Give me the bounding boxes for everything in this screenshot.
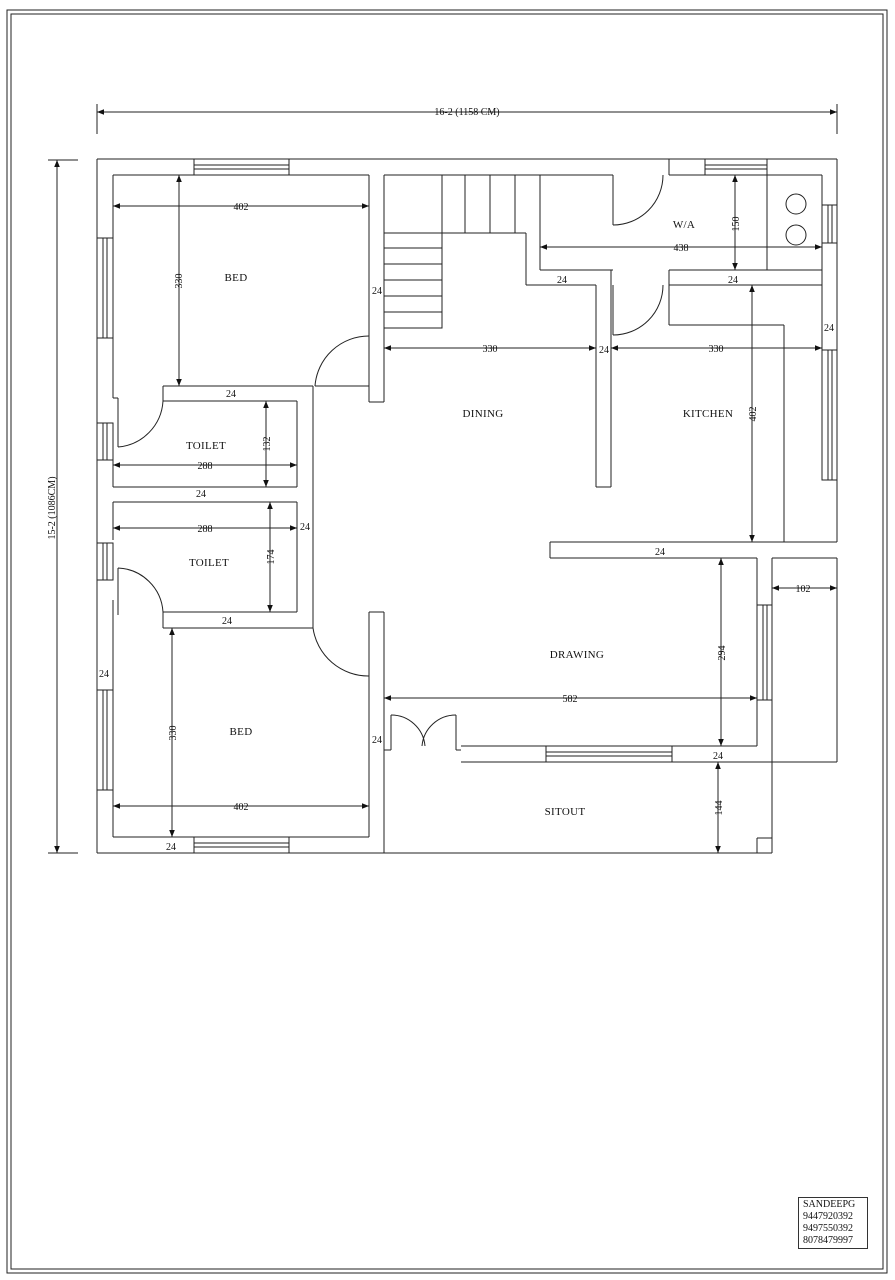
dim-toilet-side-wall: 24: [300, 522, 310, 533]
dim-bed-bottom-depth: 330: [168, 726, 179, 741]
dim-side-offset: 102: [796, 584, 811, 595]
dim-toilet-bottom-width: 288: [198, 524, 213, 535]
dim-drawing-depth: 294: [717, 646, 728, 661]
dim-wa-width: 438: [674, 243, 689, 254]
overall-dimensions: [48, 104, 838, 854]
dim-bed-top-depth: 330: [174, 274, 185, 289]
dim-toilet-top-wall: 24: [226, 389, 236, 400]
room-label-work-area: W/A: [673, 219, 695, 231]
dim-drawing-bottom-wall: 24: [713, 751, 723, 762]
dim-bed-bottom-width: 402: [234, 802, 249, 813]
designer-phone-3: 8078479997: [803, 1235, 853, 1246]
doors: [113, 174, 664, 751]
dim-toilet-mid-wall: 24: [196, 489, 206, 500]
designer-stamp: SANDEEPG 9447920392 9497550392 807847999…: [798, 1197, 868, 1249]
room-label-toilet-bottom: TOILET: [189, 557, 229, 569]
designer-phone-1: 9447920392: [803, 1211, 853, 1222]
dim-kitchen-right-wall: 24: [824, 323, 834, 334]
dim-kitchen-bottom-wall: 24: [655, 547, 665, 558]
overall-width-label: 16-2 (1158 CM): [434, 107, 499, 118]
dim-kitchen-depth: 402: [748, 407, 759, 422]
walls: [96, 158, 838, 854]
room-label-bed-bottom: BED: [230, 726, 253, 738]
room-label-dining: DINING: [463, 408, 504, 420]
dim-sitout-depth: 144: [714, 801, 725, 816]
dim-toilet-top-width: 288: [198, 461, 213, 472]
designer-phone-2: 9497550392: [803, 1223, 853, 1234]
sheet-border: [6, 9, 888, 1274]
windows: [96, 158, 838, 854]
dim-left-wall: 24: [99, 669, 109, 680]
room-label-kitchen: KITCHEN: [683, 408, 733, 420]
dim-toilet-bottom-depth: 174: [266, 550, 277, 565]
dim-wa-depth: 150: [731, 217, 742, 232]
dim-wa-kitchen-wall: 24: [728, 275, 738, 286]
dimension-lines: [113, 175, 837, 853]
room-label-drawing: DRAWING: [550, 649, 604, 661]
overall-height-label: 15-2 (1086CM): [47, 476, 58, 539]
dim-toilet-top-depth: 132: [262, 437, 273, 452]
dim-drawing-width: 582: [563, 694, 578, 705]
dim-bed-top-width: 402: [234, 202, 249, 213]
dim-toilet-bottom-wall: 24: [222, 616, 232, 627]
dim-dining-width: 330: [483, 344, 498, 355]
dim-wa-wall: 24: [557, 275, 567, 286]
dim-drawing-left-wall: 24: [372, 735, 382, 746]
room-label-bed-top: BED: [225, 272, 248, 284]
room-label-sitout: SITOUT: [545, 806, 586, 818]
sink-icon: [785, 193, 807, 246]
room-label-toilet-top: TOILET: [186, 440, 226, 452]
designer-name: SANDEEPG: [803, 1199, 856, 1210]
dim-dining-kitchen-wall: 24: [599, 345, 609, 356]
dim-stair-wall: 24: [372, 286, 382, 297]
dim-kitchen-width: 330: [709, 344, 724, 355]
dim-bed-bottom-wall: 24: [166, 842, 176, 853]
